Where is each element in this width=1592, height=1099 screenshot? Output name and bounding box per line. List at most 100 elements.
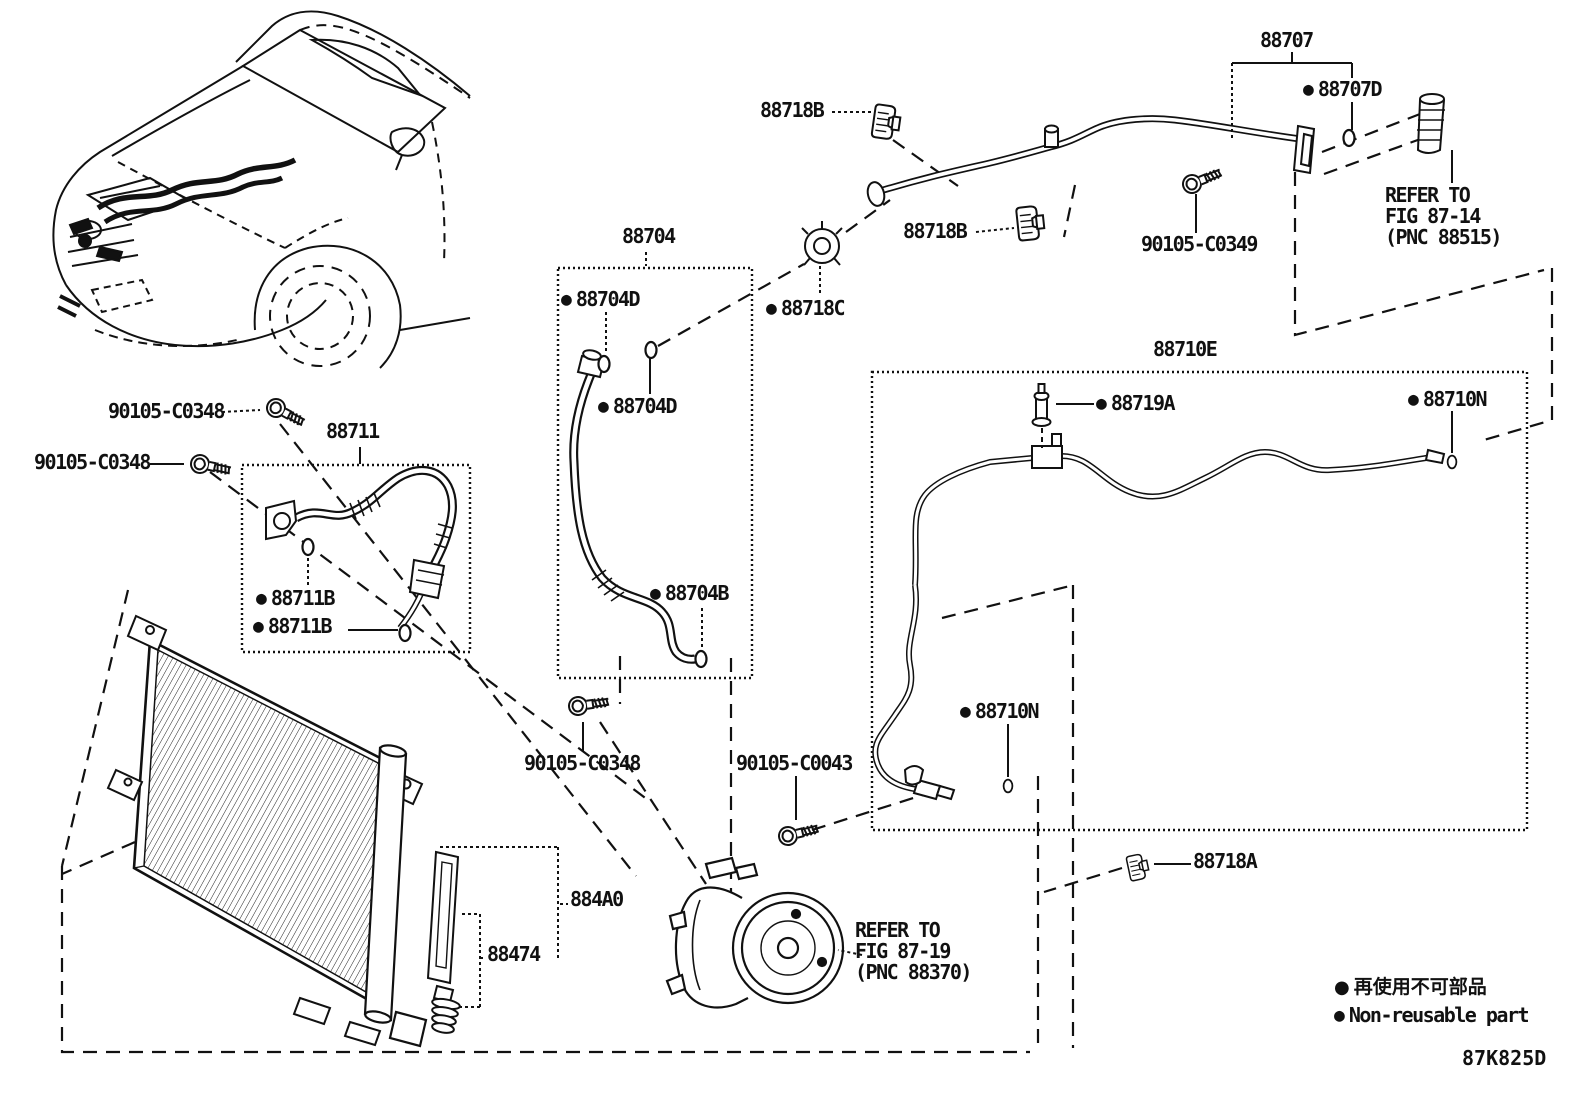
box-88711 <box>240 463 472 654</box>
label-text: 再使用不可部品 <box>1353 976 1487 998</box>
label-88718C: ●88718C <box>766 296 846 320</box>
label-text: 87K825D <box>1462 1046 1547 1070</box>
drier-filter-88474 <box>426 850 461 1034</box>
pipe-stud <box>1044 124 1059 148</box>
non-reusable-bullet-icon: ● <box>1408 389 1419 410</box>
clamp-88718b-1 <box>870 103 903 142</box>
label-88707: 88707 <box>1260 28 1314 52</box>
vehicle-sketch <box>52 10 471 369</box>
label-90105-C0043: 90105-C0043 <box>736 751 853 775</box>
label-text: 88719A <box>1110 391 1176 415</box>
pipe-right-end <box>1424 448 1446 465</box>
dashed-context-lines <box>60 112 1554 1054</box>
non-reusable-bullet-icon: ● <box>561 289 572 310</box>
oring-88710n-2 <box>1002 778 1014 794</box>
label-text: 88718C <box>780 296 846 320</box>
pipe-lower-fitting <box>903 765 956 801</box>
bolt-90105-c0348-2 <box>188 452 234 481</box>
clamp-88718a <box>1125 852 1151 882</box>
oring-88711b-2 <box>398 623 412 643</box>
label-text: 88711B <box>270 586 336 610</box>
non-reusable-bullet-icon: ● <box>650 583 661 604</box>
non-reusable-bullet-icon: ● <box>1096 393 1107 414</box>
oring-88704d-2 <box>644 340 658 360</box>
box-88704 <box>556 266 754 680</box>
condenser-884a0 <box>106 614 428 1048</box>
label-text: Non-reusable part <box>1348 1003 1530 1027</box>
label-text: 88711 <box>326 419 380 443</box>
label-text: 88711B <box>267 614 333 638</box>
label-diagram-code: 87K825D <box>1462 1048 1546 1069</box>
label-text: 88718B <box>903 219 968 243</box>
label-88707D: ●88707D <box>1303 77 1383 101</box>
leader-lines <box>150 150 1453 865</box>
label-text: 88704D <box>575 287 641 311</box>
label-88718A: 88718A <box>1193 849 1258 873</box>
label-88718B-2: 88718B <box>903 219 968 243</box>
label-90105-C0348-2: 90105-C0348 <box>34 450 151 474</box>
hose-88711-elbow <box>265 499 298 541</box>
label-88719A: ●88719A <box>1096 391 1176 415</box>
label-text: 88718A <box>1193 849 1258 873</box>
non-reusable-bullet-icon: ● <box>766 298 777 319</box>
label-88474: 88474 <box>487 944 541 965</box>
label-88710E: 88710E <box>1153 337 1218 361</box>
hose-88711-lower-fitting <box>408 558 446 600</box>
hose-88704 <box>569 349 696 664</box>
compressor <box>665 856 845 1009</box>
label-text: 88710N <box>1422 387 1488 411</box>
clamp-88718b-2 <box>1015 204 1047 242</box>
dotted-leader-lines <box>221 111 1015 956</box>
label-90105-C0349: 90105-C0349 <box>1141 234 1258 255</box>
label-legend-jp: ●再使用不可部品 <box>1334 976 1487 999</box>
label-90105-C0348-1: 90105-C0348 <box>108 401 225 422</box>
bolt-90105-c0043 <box>776 818 822 848</box>
label-text: 88707D <box>1317 77 1383 101</box>
label-refer-fig-87-14: REFER TO FIG 87-14 (PNC 88515) <box>1385 183 1502 249</box>
label-88711B-1: ●88711B <box>256 586 336 610</box>
label-text: 884A0 <box>570 887 624 911</box>
valve-88719a <box>1031 383 1052 427</box>
label-88704: 88704 <box>622 226 676 247</box>
label-88711B-2: ●88711B <box>253 614 333 638</box>
label-brackets <box>440 52 1353 1008</box>
label-text: REFER TO FIG 87-14 (PNC 88515) <box>1385 183 1502 249</box>
o-rings <box>301 128 1458 794</box>
label-refer-fig-87-19: REFER TO FIG 87-19 (PNC 88370) <box>855 918 972 984</box>
label-88704D-2: ●88704D <box>598 396 678 418</box>
label-text: 90105-C0043 <box>736 751 853 775</box>
bolt-90105-c0348-3 <box>566 691 611 718</box>
non-reusable-bullet-icon: ● <box>960 701 971 722</box>
label-88718B-1: 88718B <box>760 100 825 121</box>
box-88710e <box>870 370 1529 832</box>
label-90105-C0348-3: 90105-C0348 <box>524 753 641 774</box>
non-reusable-bullet-icon: ● <box>253 616 264 637</box>
label-text: 88710E <box>1153 337 1218 361</box>
pipe-88710e <box>872 383 1446 801</box>
pipe-flange <box>1292 124 1316 175</box>
non-reusable-bullet-icon: ● <box>256 588 267 609</box>
non-reusable-bullet-icon: ● <box>1303 79 1314 100</box>
oring-88711b-1 <box>301 537 315 557</box>
label-text: 88704B <box>664 581 730 605</box>
label-884A0: 884A0 <box>570 887 624 911</box>
non-reusable-bullet-icon: ● <box>1334 1005 1345 1026</box>
label-text: 88707 <box>1260 28 1314 52</box>
label-text: 90105-C0348 <box>34 450 151 474</box>
oring-88707d <box>1342 128 1356 148</box>
non-reusable-bullet-icon: ● <box>598 396 609 417</box>
pipe-88707 <box>866 93 1446 207</box>
hose-88704-fitting <box>576 349 606 379</box>
label-88710N-1: ●88710N <box>1408 387 1488 411</box>
bolt-90105-c0348-1 <box>262 394 309 432</box>
condenser-foot-right <box>343 1020 382 1047</box>
label-88704B: ●88704B <box>650 581 730 605</box>
label-text: REFER TO FIG 87-19 (PNC 88370) <box>855 918 972 984</box>
oring-88704b <box>694 649 708 669</box>
label-88704D-1: ●88704D <box>561 287 641 311</box>
bolt-90105-c0349 <box>1179 163 1226 197</box>
connector-88718c <box>801 221 843 266</box>
pipe-junction-block <box>1031 433 1063 469</box>
